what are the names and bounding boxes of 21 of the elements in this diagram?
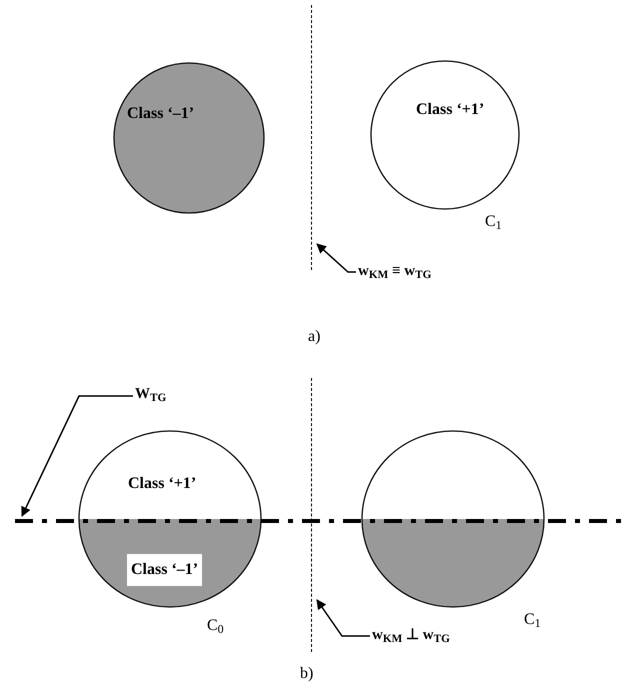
vector-label: w$_{KM}$ ≡ w$_{TG}$ [358,262,432,282]
class-label: Class ‘+1’ [128,474,196,494]
circle-caption: C$_{0}$ [207,616,224,638]
dashed-line [311,5,313,270]
leader-arrow [21,395,133,517]
panel-label: a) [308,327,320,347]
class-circle [361,430,545,608]
class-label: Class ‘+1’ [416,100,484,120]
class-circle [113,62,265,214]
leader-arrow [316,599,370,637]
leader-arrow [316,243,356,273]
circle-caption: C$_{1}$ [524,610,541,632]
vector-label: W$_{TG}$ [135,385,166,406]
class-label: Class ‘–1’ [127,554,202,586]
panel-label: b) [300,664,314,684]
class-circle [78,430,262,608]
class-circle [370,60,520,210]
dashed-line [311,378,313,652]
vector-label: w$_{KM}$ ⊥ w$_{TG}$ [372,626,450,646]
class-label: Class ‘–1’ [127,104,194,124]
circle-caption: C$_{1}$ [485,212,502,234]
